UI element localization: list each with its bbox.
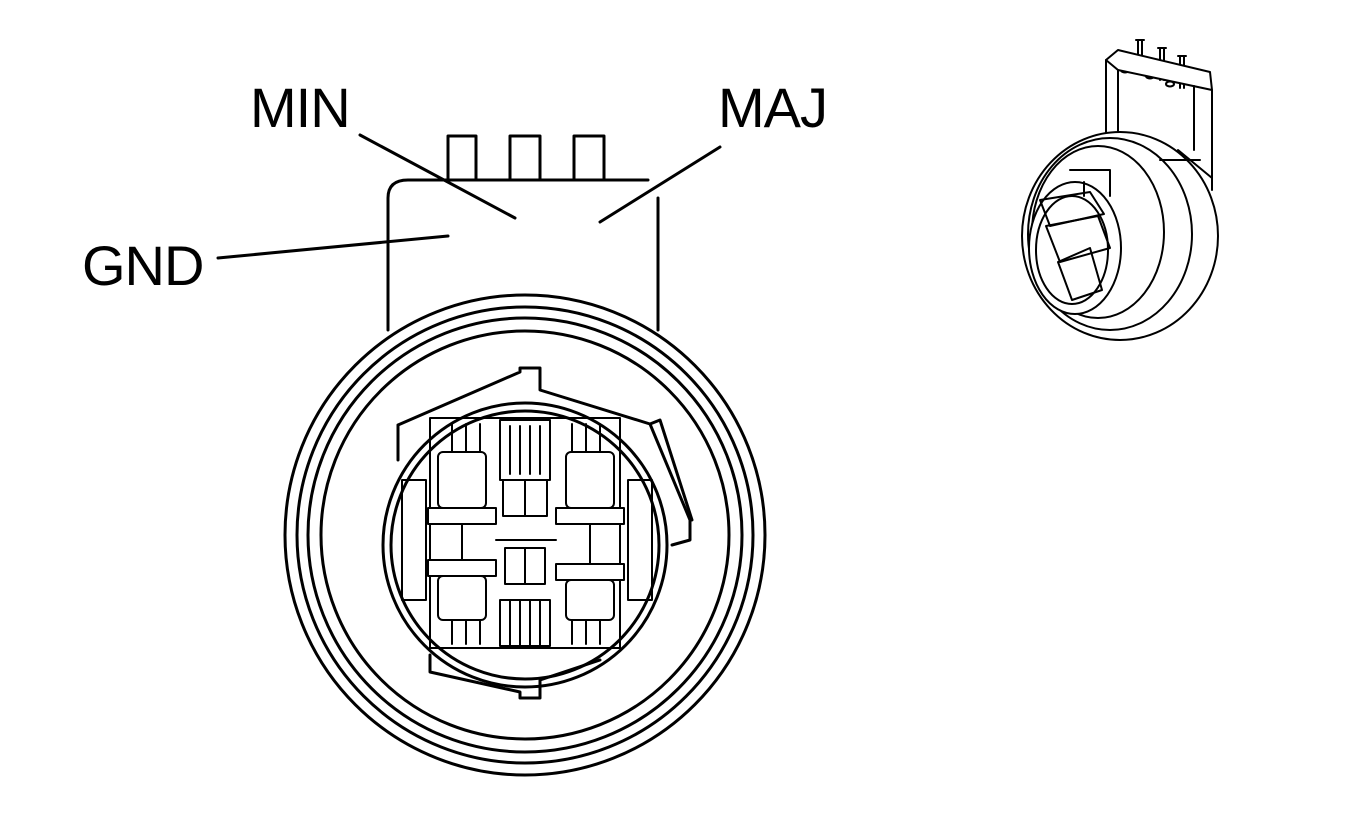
- terminal-tabs: [446, 134, 606, 182]
- locking-flange-top: [396, 366, 692, 547]
- min-leader-line: [358, 133, 517, 220]
- iso-housing-sides: [1105, 59, 1213, 191]
- ring-2: [295, 305, 755, 765]
- min-label: MIN: [250, 76, 351, 139]
- terminal-tab-1: [446, 134, 478, 182]
- contact-lower-right: [565, 579, 615, 621]
- contact-side-right: [627, 479, 653, 601]
- contact-lower-right-ribs: [571, 619, 601, 645]
- locking-flange-right-lip: [648, 418, 694, 522]
- bulb-contacts: [401, 417, 653, 649]
- gnd-leader-line: [216, 234, 450, 260]
- iso-socket-inner: [1035, 195, 1109, 305]
- contact-lower-left: [437, 575, 487, 621]
- contact-upper-left-ribs: [451, 423, 481, 453]
- inner-socket-ring-2: [389, 409, 661, 681]
- iso-flange-detail: [1159, 149, 1213, 179]
- outer-ring: [283, 293, 767, 777]
- iso-contact-top: [1039, 191, 1105, 227]
- contact-upper-right: [565, 451, 615, 509]
- contact-web: [461, 523, 591, 565]
- iso-contact-middle: [1045, 215, 1111, 263]
- gnd-label: GND: [82, 234, 204, 297]
- inner-socket-ring: [381, 401, 669, 689]
- main-connector-face-view: [283, 134, 767, 777]
- connector-housing: [386, 178, 650, 332]
- iso-housing-top: [1105, 49, 1213, 91]
- socket-isometric-view: [1021, 39, 1219, 341]
- contact-lower-left-ribs: [451, 619, 481, 645]
- locking-flange-bottom: [428, 653, 602, 700]
- contact-side-left: [401, 479, 427, 601]
- contact-lower-right-tab: [555, 563, 625, 581]
- iso-flange-ring: [1027, 137, 1193, 331]
- contact-upper-right-tab: [555, 507, 625, 525]
- maj-leader-line: [598, 145, 722, 224]
- terminal-tab-3: [572, 134, 606, 182]
- contact-top-center-ribs: [509, 425, 541, 475]
- bulb-socket-rings: [283, 293, 767, 777]
- contact-upper-left-tab: [427, 507, 497, 525]
- contact-frame: [429, 417, 621, 649]
- leader-lines: [216, 133, 722, 260]
- contact-bottom-center: [499, 599, 551, 647]
- iso-contact-bottom: [1057, 247, 1103, 301]
- ring-4: [319, 329, 731, 741]
- iso-contact-tabs: [1069, 169, 1111, 197]
- contact-lower-left-tab: [427, 559, 497, 577]
- contact-bottom-center-ribs: [509, 599, 541, 647]
- terminal-tab-2: [508, 134, 542, 182]
- contact-upper-right-ribs: [571, 423, 601, 453]
- maj-label: MAJ: [718, 76, 828, 139]
- contact-upper-left: [437, 451, 487, 509]
- ring-3: [306, 316, 744, 754]
